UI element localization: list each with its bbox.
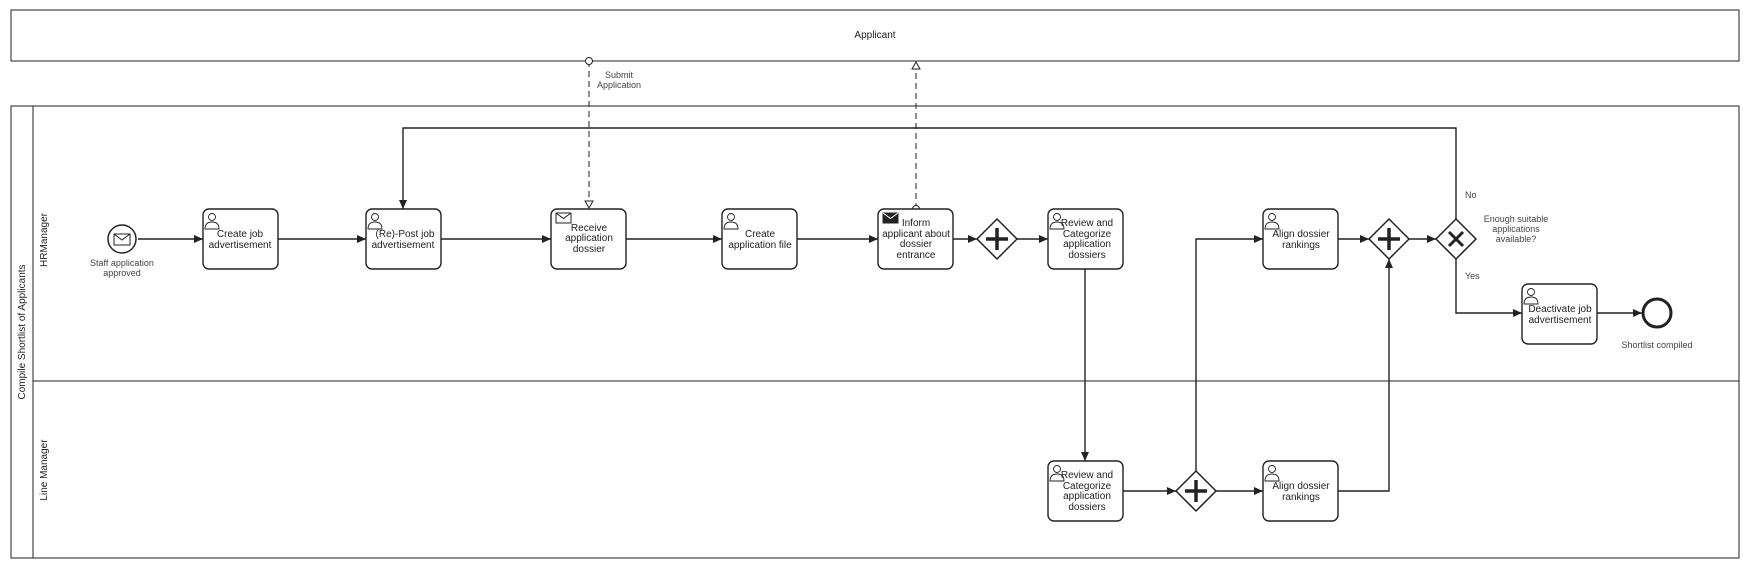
task-label: Receive	[571, 223, 608, 234]
parallel-gateway-split[interactable]	[975, 217, 1019, 261]
svg-text:dossier: dossier	[900, 239, 933, 250]
svg-text:application: application	[1063, 491, 1111, 502]
task-review-hr[interactable]	[1047, 208, 1124, 270]
main-pool-label: Compile Shortlist of Applicants	[17, 264, 28, 399]
svg-text:applicant about: applicant about	[882, 229, 950, 240]
svg-text:rankings: rankings	[1282, 492, 1320, 503]
task-review-lm[interactable]	[1047, 460, 1124, 522]
task-align-hr[interactable]	[1262, 208, 1339, 270]
task-label: Review and	[1061, 218, 1113, 229]
task-post-ad[interactable]	[365, 208, 442, 270]
svg-text:dossier: dossier	[573, 244, 606, 255]
lane-label-line: Line Manager	[39, 439, 50, 501]
svg-text:Categorize: Categorize	[1063, 481, 1112, 492]
end-event-label: Shortlist compiled	[1621, 340, 1692, 350]
svg-text:approved: approved	[103, 268, 141, 278]
submit-label-line1: Submit	[605, 70, 634, 80]
start-event-label: Staff application	[90, 258, 154, 268]
flow-label-no: No	[1465, 190, 1477, 200]
svg-text:application: application	[565, 233, 613, 244]
flow-xor-no-loop[interactable]	[399, 127, 1457, 219]
gateway-question: Enough suitable	[1484, 214, 1549, 224]
task-create-file[interactable]	[721, 208, 798, 270]
user-icon	[1264, 465, 1280, 482]
applicant-pool-label: Applicant	[854, 30, 895, 41]
main-pool[interactable]	[10, 105, 1740, 559]
task-label: Align dossier	[1272, 229, 1330, 240]
user-icon	[1049, 465, 1065, 482]
user-icon	[723, 213, 739, 230]
user-icon	[1264, 213, 1280, 230]
svg-text:application file: application file	[728, 240, 792, 251]
exclusive-gateway[interactable]	[1434, 217, 1478, 261]
task-label: Review and	[1061, 470, 1113, 481]
task-label: Inform	[902, 218, 930, 229]
task-label: Create	[745, 229, 775, 240]
flow-xor-yes[interactable]	[1455, 259, 1522, 317]
svg-text:applications: applications	[1492, 224, 1540, 234]
envelope-icon	[555, 212, 572, 224]
task-align-lm[interactable]	[1262, 460, 1339, 522]
flow-label-yes: Yes	[1465, 271, 1480, 281]
end-event[interactable]	[1641, 297, 1673, 329]
task-label: Align dossier	[1272, 481, 1330, 492]
parallel-gateway-join[interactable]	[1367, 217, 1411, 261]
task-label: (Re)-Post job	[376, 229, 435, 240]
task-receive[interactable]	[550, 208, 627, 270]
user-icon	[204, 213, 220, 230]
submit-label-line2: Application	[597, 80, 641, 90]
task-label: Create job	[217, 229, 264, 240]
task-deactivate[interactable]	[1521, 283, 1598, 345]
svg-text:advertisement: advertisement	[1529, 315, 1592, 326]
user-icon	[1049, 213, 1065, 230]
svg-text:dossiers: dossiers	[1068, 502, 1105, 513]
applicant-pool[interactable]	[10, 9, 1740, 62]
task-create-ad[interactable]	[202, 208, 279, 270]
lane-label-hr: HRManager	[39, 212, 50, 267]
envelope-filled-icon	[882, 212, 899, 224]
flow-alignlm-join[interactable]	[1338, 259, 1393, 492]
svg-text:advertisement: advertisement	[372, 240, 435, 251]
task-inform[interactable]	[877, 208, 954, 270]
svg-text:entrance: entrance	[897, 250, 936, 261]
svg-text:Categorize: Categorize	[1063, 229, 1112, 240]
user-icon	[1523, 288, 1539, 305]
svg-text:available?: available?	[1496, 234, 1537, 244]
svg-text:rankings: rankings	[1282, 240, 1320, 251]
flow-split2-alignhr[interactable]	[1195, 235, 1263, 471]
start-event[interactable]	[107, 224, 137, 254]
svg-text:dossiers: dossiers	[1068, 250, 1105, 261]
svg-text:application: application	[1063, 239, 1111, 250]
task-label: Deactivate job	[1528, 304, 1592, 315]
user-icon	[367, 213, 383, 230]
svg-text:advertisement: advertisement	[209, 240, 272, 251]
parallel-gateway-split-lm[interactable]	[1174, 469, 1218, 513]
